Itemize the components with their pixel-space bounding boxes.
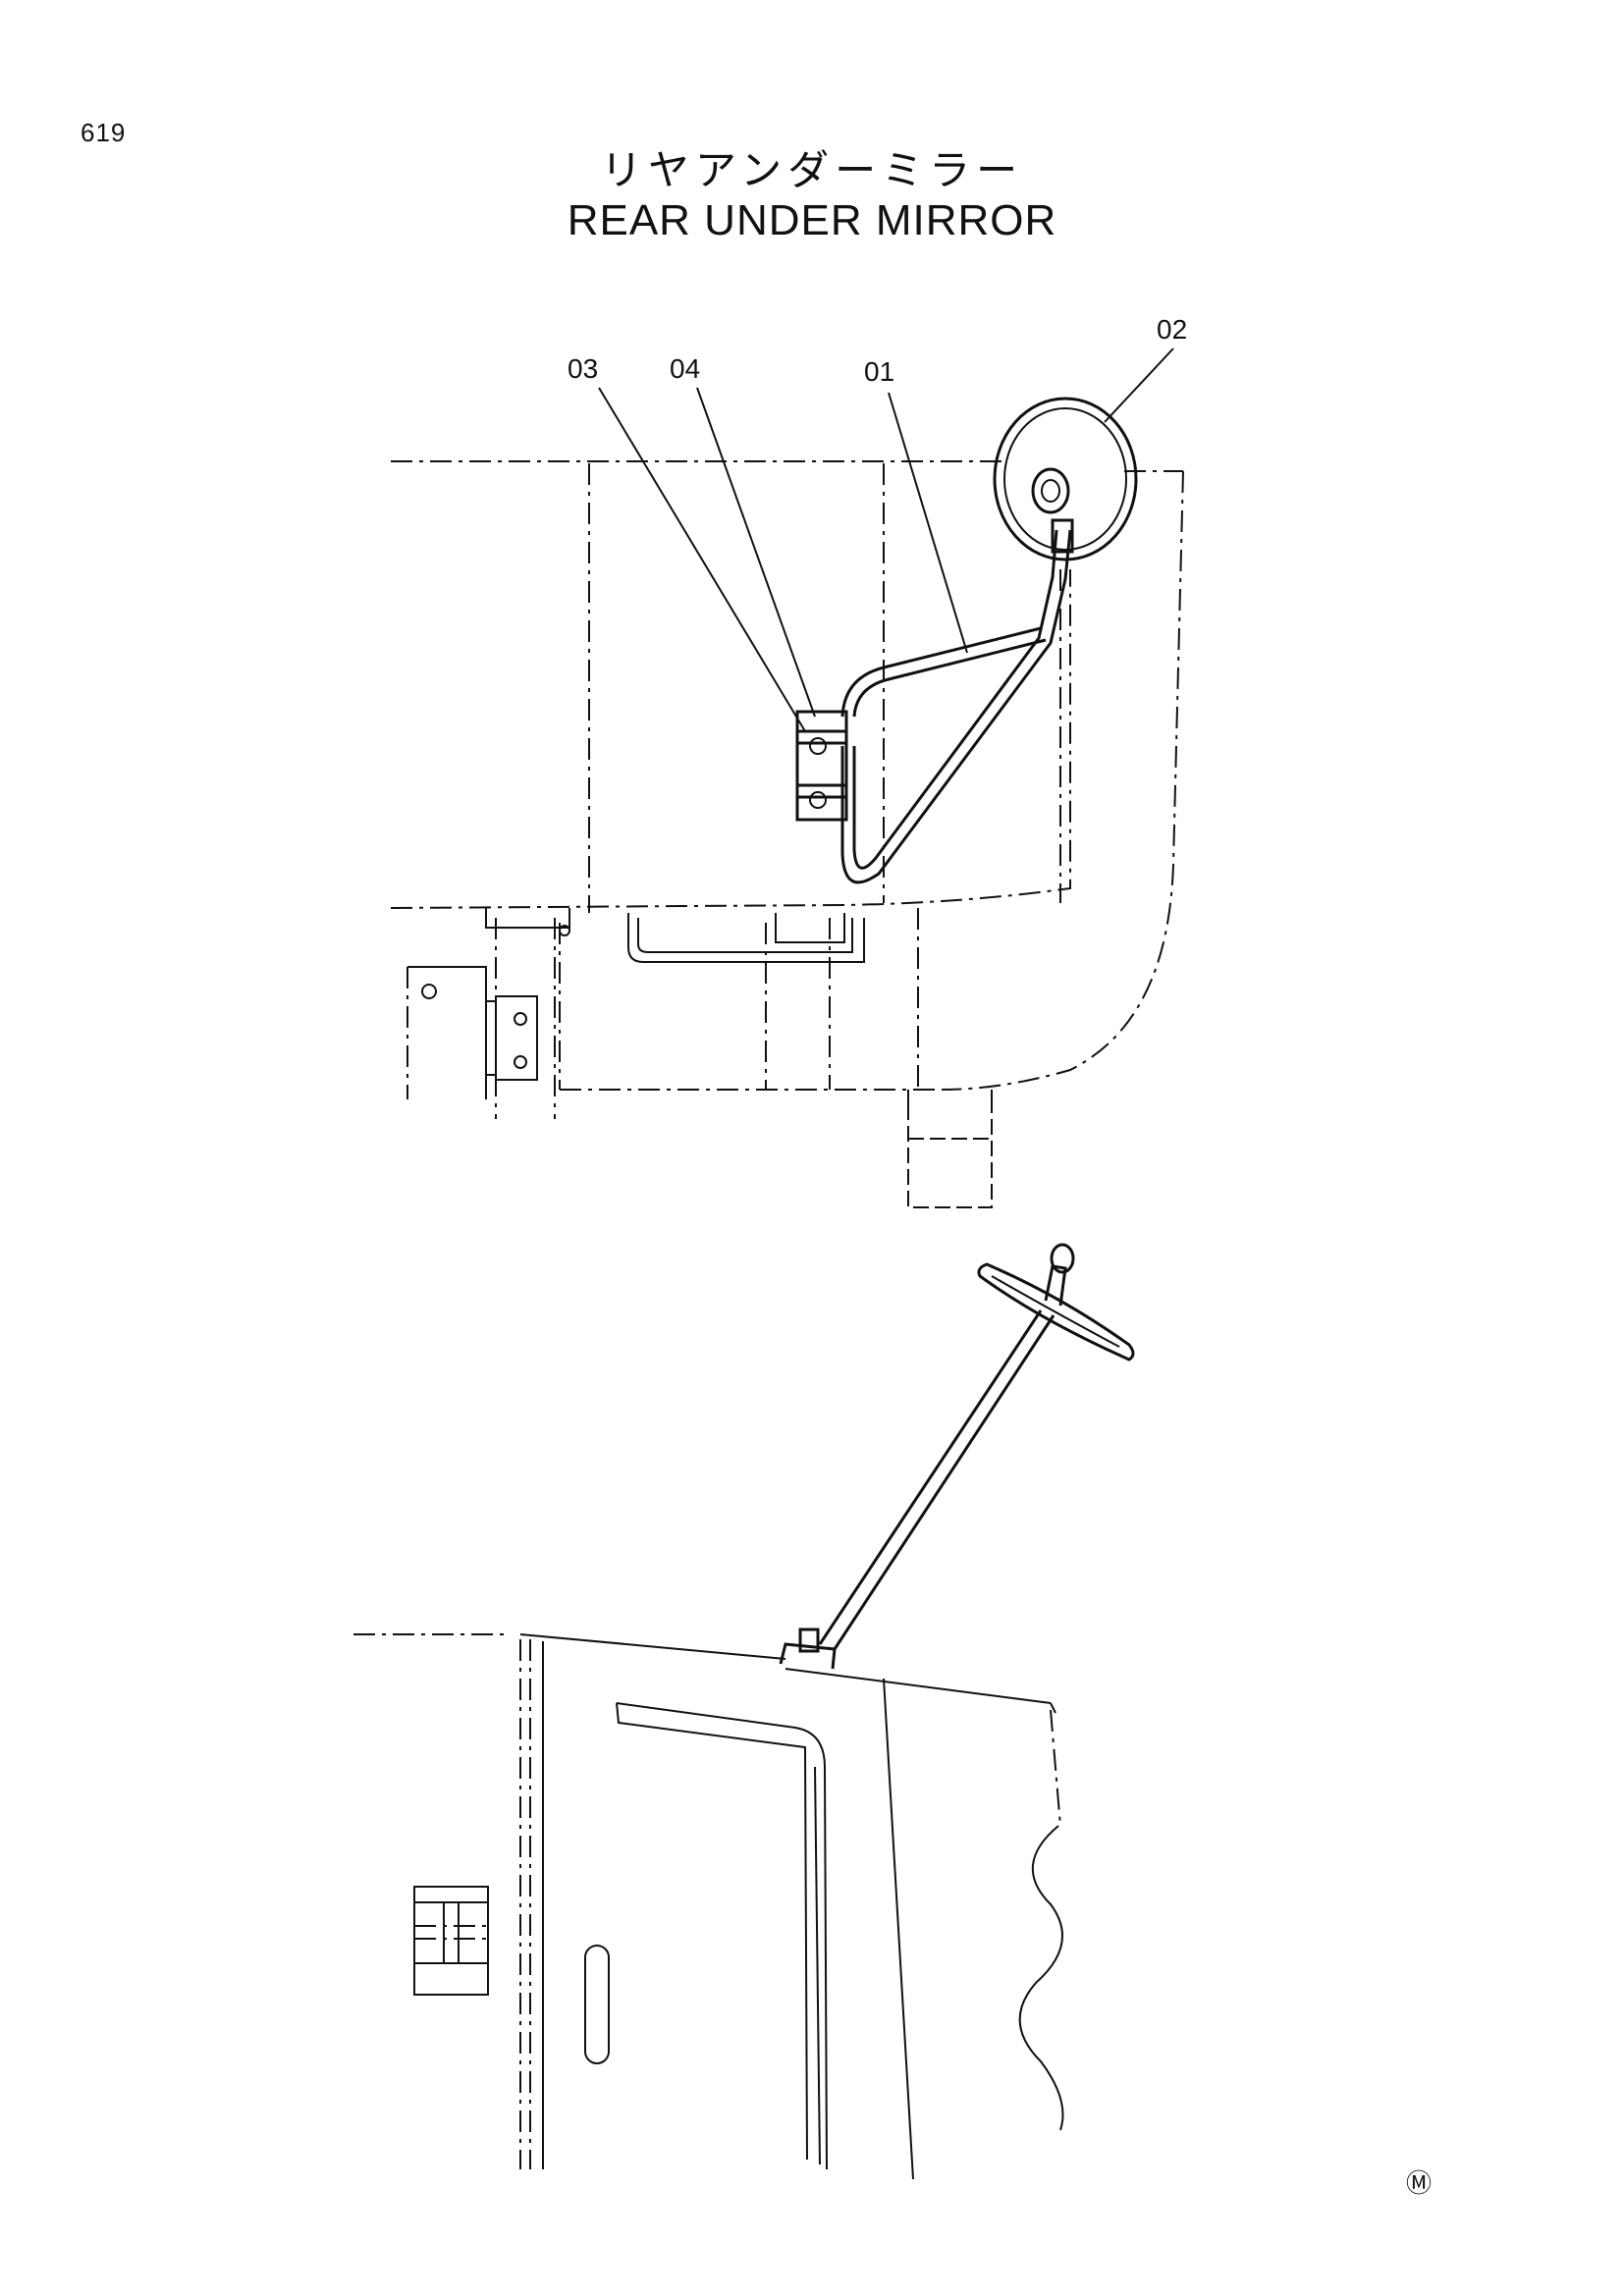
callout-02: 02	[1157, 314, 1187, 345]
side-rear-edge	[1050, 1709, 1061, 1827]
top-hinge-bolt-1	[514, 1012, 527, 1026]
leader-01	[888, 392, 968, 654]
clamp-bolt-lower	[809, 791, 827, 809]
callout-01: 01	[864, 356, 894, 387]
mirror-joint	[1051, 518, 1074, 554]
side-mount-base	[779, 1642, 837, 1670]
leader-02	[1104, 347, 1174, 423]
side-step-dash	[414, 1925, 488, 1940]
top-view: 03 04 01 02	[390, 314, 1187, 1208]
stay-rod-01-upper-arm	[840, 626, 1047, 718]
top-door-bolt	[421, 984, 437, 999]
title-english: REAR UNDER MIRROR	[567, 196, 1057, 244]
callout-04: 04	[670, 353, 700, 384]
manufacturer-mark: Ⓜ	[1406, 2169, 1432, 2199]
side-handle-inner	[616, 1702, 828, 2170]
bracket-03	[795, 710, 848, 822]
top-hinge-link	[486, 1000, 496, 1076]
top-post-bolt	[559, 925, 570, 936]
mirror-02-outer	[993, 397, 1138, 561]
title-japanese: リヤアンダーミラー	[600, 146, 1024, 194]
stay-rod-01-outer	[840, 529, 1072, 884]
side-roof-corner	[1050, 1702, 1056, 1714]
leader-03	[598, 387, 806, 732]
side-frame-line	[883, 1678, 914, 2180]
top-handrail-inner	[637, 918, 853, 953]
side-mirror-face	[991, 1275, 1120, 1348]
top-post-cap	[485, 908, 570, 929]
clamp-bolt-upper	[809, 737, 827, 755]
callout-03: 03	[568, 353, 598, 384]
top-cab-rear-curve	[942, 470, 1184, 1091]
side-handle-inner-2	[814, 1766, 821, 2165]
mirror-02-inner	[1003, 407, 1127, 551]
side-step-box	[413, 1886, 489, 1996]
side-break-line	[1018, 1825, 1064, 2131]
side-roof-edge-2	[785, 1668, 1052, 1704]
mirror-pivot-inner	[1041, 479, 1060, 503]
side-mirror-knob	[1050, 1243, 1075, 1274]
side-mount-block	[798, 1628, 820, 1653]
side-slot	[584, 1945, 610, 2064]
side-mirror-disc	[977, 1262, 1135, 1362]
top-cab-floor-line	[390, 569, 1071, 909]
side-mirror-pivot	[1044, 1264, 1067, 1307]
side-stay-rod-a	[818, 1309, 1043, 1645]
top-hinge-bolt-2	[514, 1055, 527, 1069]
page-number: 619	[81, 118, 127, 147]
side-view	[353, 1243, 1135, 2180]
side-roof-edge	[519, 1633, 786, 1660]
clamp-04-lower	[795, 783, 848, 799]
side-stay-rod-b	[833, 1314, 1056, 1650]
mirror-pivot	[1031, 467, 1070, 514]
side-step-detail	[414, 1901, 488, 1964]
stay-rod-01-inner	[852, 529, 1058, 870]
top-handrail	[627, 913, 865, 963]
top-bottom-box	[907, 1104, 993, 1208]
top-bottom-box-top	[907, 1090, 993, 1104]
clamp-04-upper	[795, 729, 848, 745]
top-handrail-bracket	[775, 913, 845, 943]
top-door-frame	[407, 966, 487, 1099]
side-handle-outer	[616, 1702, 808, 2161]
leader-04	[696, 387, 816, 718]
